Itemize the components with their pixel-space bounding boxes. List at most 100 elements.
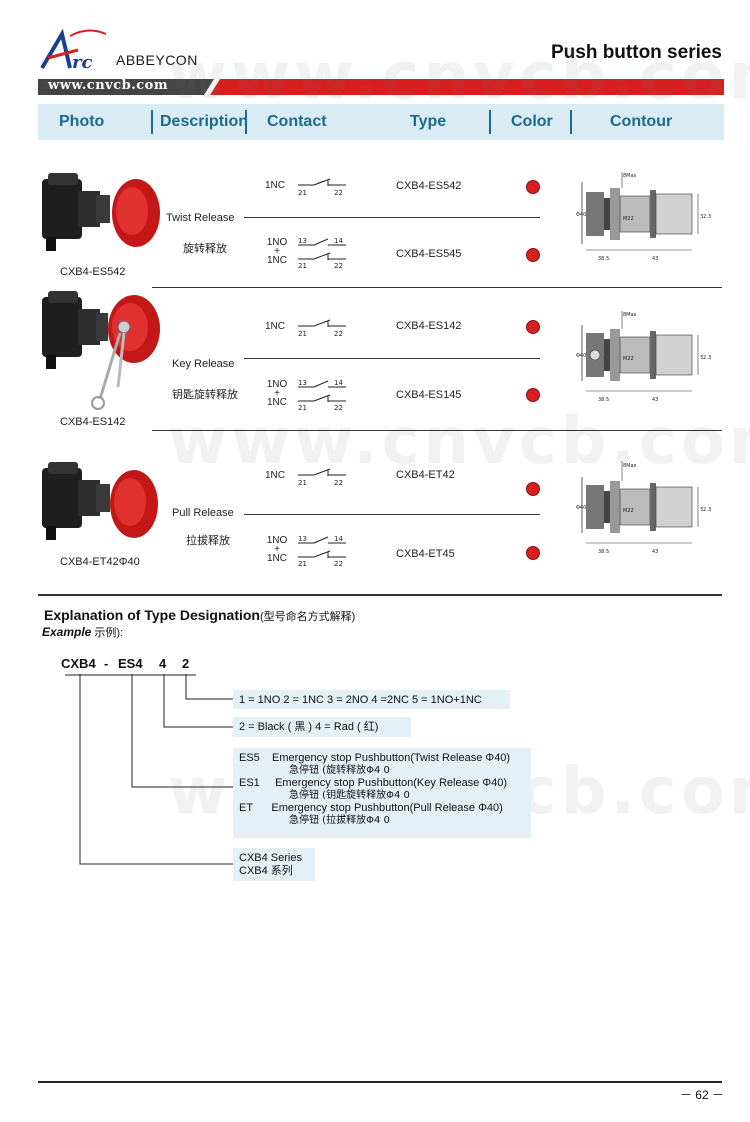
svg-text:43: 43	[652, 549, 658, 555]
abbeycon-logo: rc	[40, 28, 107, 72]
code-part-type: ES4	[118, 656, 143, 671]
svg-text:8Max: 8Max	[623, 312, 637, 318]
col-separator	[245, 110, 247, 134]
example-label: Example 示例):	[42, 625, 124, 639]
col-separator	[151, 110, 153, 134]
nc-contact-symbol: 21 22	[298, 319, 346, 337]
nc-contact-symbol: 21 22	[298, 468, 346, 486]
product-caption: CXB4-ET42Φ40	[60, 556, 140, 568]
svg-text:32.3: 32.3	[700, 507, 711, 513]
svg-text:43: 43	[652, 397, 658, 403]
svg-text:Φ40: Φ40	[576, 212, 586, 218]
terminal-number: 14	[334, 535, 343, 543]
col-separator	[489, 110, 491, 134]
footer-divider	[38, 1081, 722, 1083]
svg-text:38.5: 38.5	[598, 256, 609, 262]
col-contour: Contour	[610, 113, 673, 130]
type-code: CXB4-ES145	[396, 389, 462, 401]
svg-text:M22: M22	[623, 356, 634, 362]
no-nc-contact-symbol: 13 14 21 22	[298, 379, 346, 412]
watermark: www.cnvcb.com	[168, 40, 750, 114]
color-code-box: 2 = Black ( 黑 ) 4 = Rad ( 红)	[233, 717, 411, 737]
row-divider	[244, 217, 540, 218]
svg-text:Φ40: Φ40	[576, 353, 586, 359]
terminal-number: 21	[298, 479, 307, 486]
no-nc-contact-symbol: 13 14 21 22	[298, 535, 346, 568]
terminal-number: 13	[298, 379, 307, 387]
terminal-number: 21	[298, 330, 307, 337]
nc-contact-symbol: 21 22	[298, 178, 346, 196]
page-number: － 62 －	[679, 1088, 724, 1102]
code-part-series: CXB4	[61, 656, 96, 671]
col-description: Description	[160, 113, 249, 130]
col-color: Color	[511, 113, 553, 130]
col-contact: Contact	[267, 113, 327, 130]
contour-drawing: 8Max M22 32.3 38.5 43 Φ40	[576, 172, 711, 262]
column-header: Photo Description Contact Type Color Con…	[38, 104, 724, 140]
terminal-number: 21	[298, 560, 307, 568]
contour-drawing: 8Max M22 32.3 38.5 43 Φ40	[576, 461, 711, 555]
product-caption: CXB4-ES142	[60, 416, 126, 428]
color-swatch-red	[526, 248, 540, 262]
brand-name: ABBEYCON	[116, 52, 198, 68]
svg-text:M22: M22	[623, 508, 634, 514]
explanation-title: Explanation of Type Designation(型号命名方式解释…	[44, 607, 356, 623]
description-en: Twist Release	[166, 212, 235, 224]
row-divider	[244, 358, 540, 359]
color-swatch-red	[526, 546, 540, 560]
svg-text:32.3: 32.3	[700, 214, 711, 220]
type-code: CXB4-ET42	[396, 469, 455, 481]
type-code: CXB4-ES545	[396, 248, 462, 260]
type-code: CXB4-ES542	[396, 180, 462, 192]
color-swatch-red	[526, 320, 540, 334]
description-en: Pull Release	[172, 507, 234, 519]
terminal-number: 13	[298, 237, 307, 245]
type-code-box: ES5 Emergency stop Pushbutton(Twist Rele…	[233, 748, 531, 838]
product-caption: CXB4-ES542	[60, 266, 126, 278]
watermark: www.cnvcb.com	[168, 405, 750, 479]
svg-text:Φ40: Φ40	[576, 505, 586, 511]
terminal-number: 22	[334, 479, 343, 486]
description-cn: 旋转释放	[183, 242, 227, 255]
terminal-number: 22	[334, 189, 343, 196]
description-cn: 钥匙旋转释放	[172, 388, 238, 401]
color-swatch-red	[526, 482, 540, 496]
terminal-number: 13	[298, 535, 307, 543]
row-divider	[244, 514, 540, 515]
svg-text:38.5: 38.5	[598, 397, 609, 403]
page-title: Push button series	[550, 42, 722, 63]
code-part-contact: 2	[182, 656, 190, 671]
no-nc-contact-symbol: 13 14 21 22	[298, 237, 346, 270]
url-text: www.cnvcb.com	[48, 78, 169, 93]
terminal-number: 21	[298, 189, 307, 196]
svg-text:32.3: 32.3	[700, 355, 711, 361]
col-separator	[570, 110, 572, 134]
terminal-number: 22	[334, 560, 343, 568]
svg-text:rc: rc	[72, 52, 92, 72]
series-box: CXB4 Series CXB4 系列	[233, 848, 315, 881]
product-photo-twist-release	[42, 173, 160, 251]
col-photo: Photo	[59, 113, 105, 130]
terminal-number: 14	[334, 379, 343, 387]
code-part-color: 4	[159, 656, 167, 671]
contact-code-box: 1 = 1NO 2 = 1NC 3 = 2NO 4 =2NC 5 = 1NO+1…	[233, 690, 510, 709]
type-code: CXB4-ES142	[396, 320, 462, 332]
color-swatch-red	[526, 388, 540, 402]
url-banner	[38, 79, 724, 95]
code-dash: -	[104, 656, 109, 671]
type-code: CXB4-ET45	[396, 548, 455, 560]
terminal-number: 22	[334, 262, 343, 270]
contour-drawing: 8Max M22 32.3 38.5 43 Φ40	[576, 311, 711, 403]
terminal-number: 22	[334, 330, 343, 337]
section-divider	[152, 430, 722, 431]
product-photo-key-release	[42, 291, 160, 410]
description-cn: 拉拔释放	[186, 534, 230, 547]
terminal-number: 22	[334, 404, 343, 412]
description-en: Key Release	[172, 358, 235, 370]
section-divider	[152, 287, 722, 288]
col-type: Type	[410, 113, 447, 130]
svg-text:M22: M22	[623, 216, 634, 222]
svg-text:43: 43	[652, 256, 658, 262]
terminal-number: 14	[334, 237, 343, 245]
product-photo-pull-release	[42, 462, 158, 540]
